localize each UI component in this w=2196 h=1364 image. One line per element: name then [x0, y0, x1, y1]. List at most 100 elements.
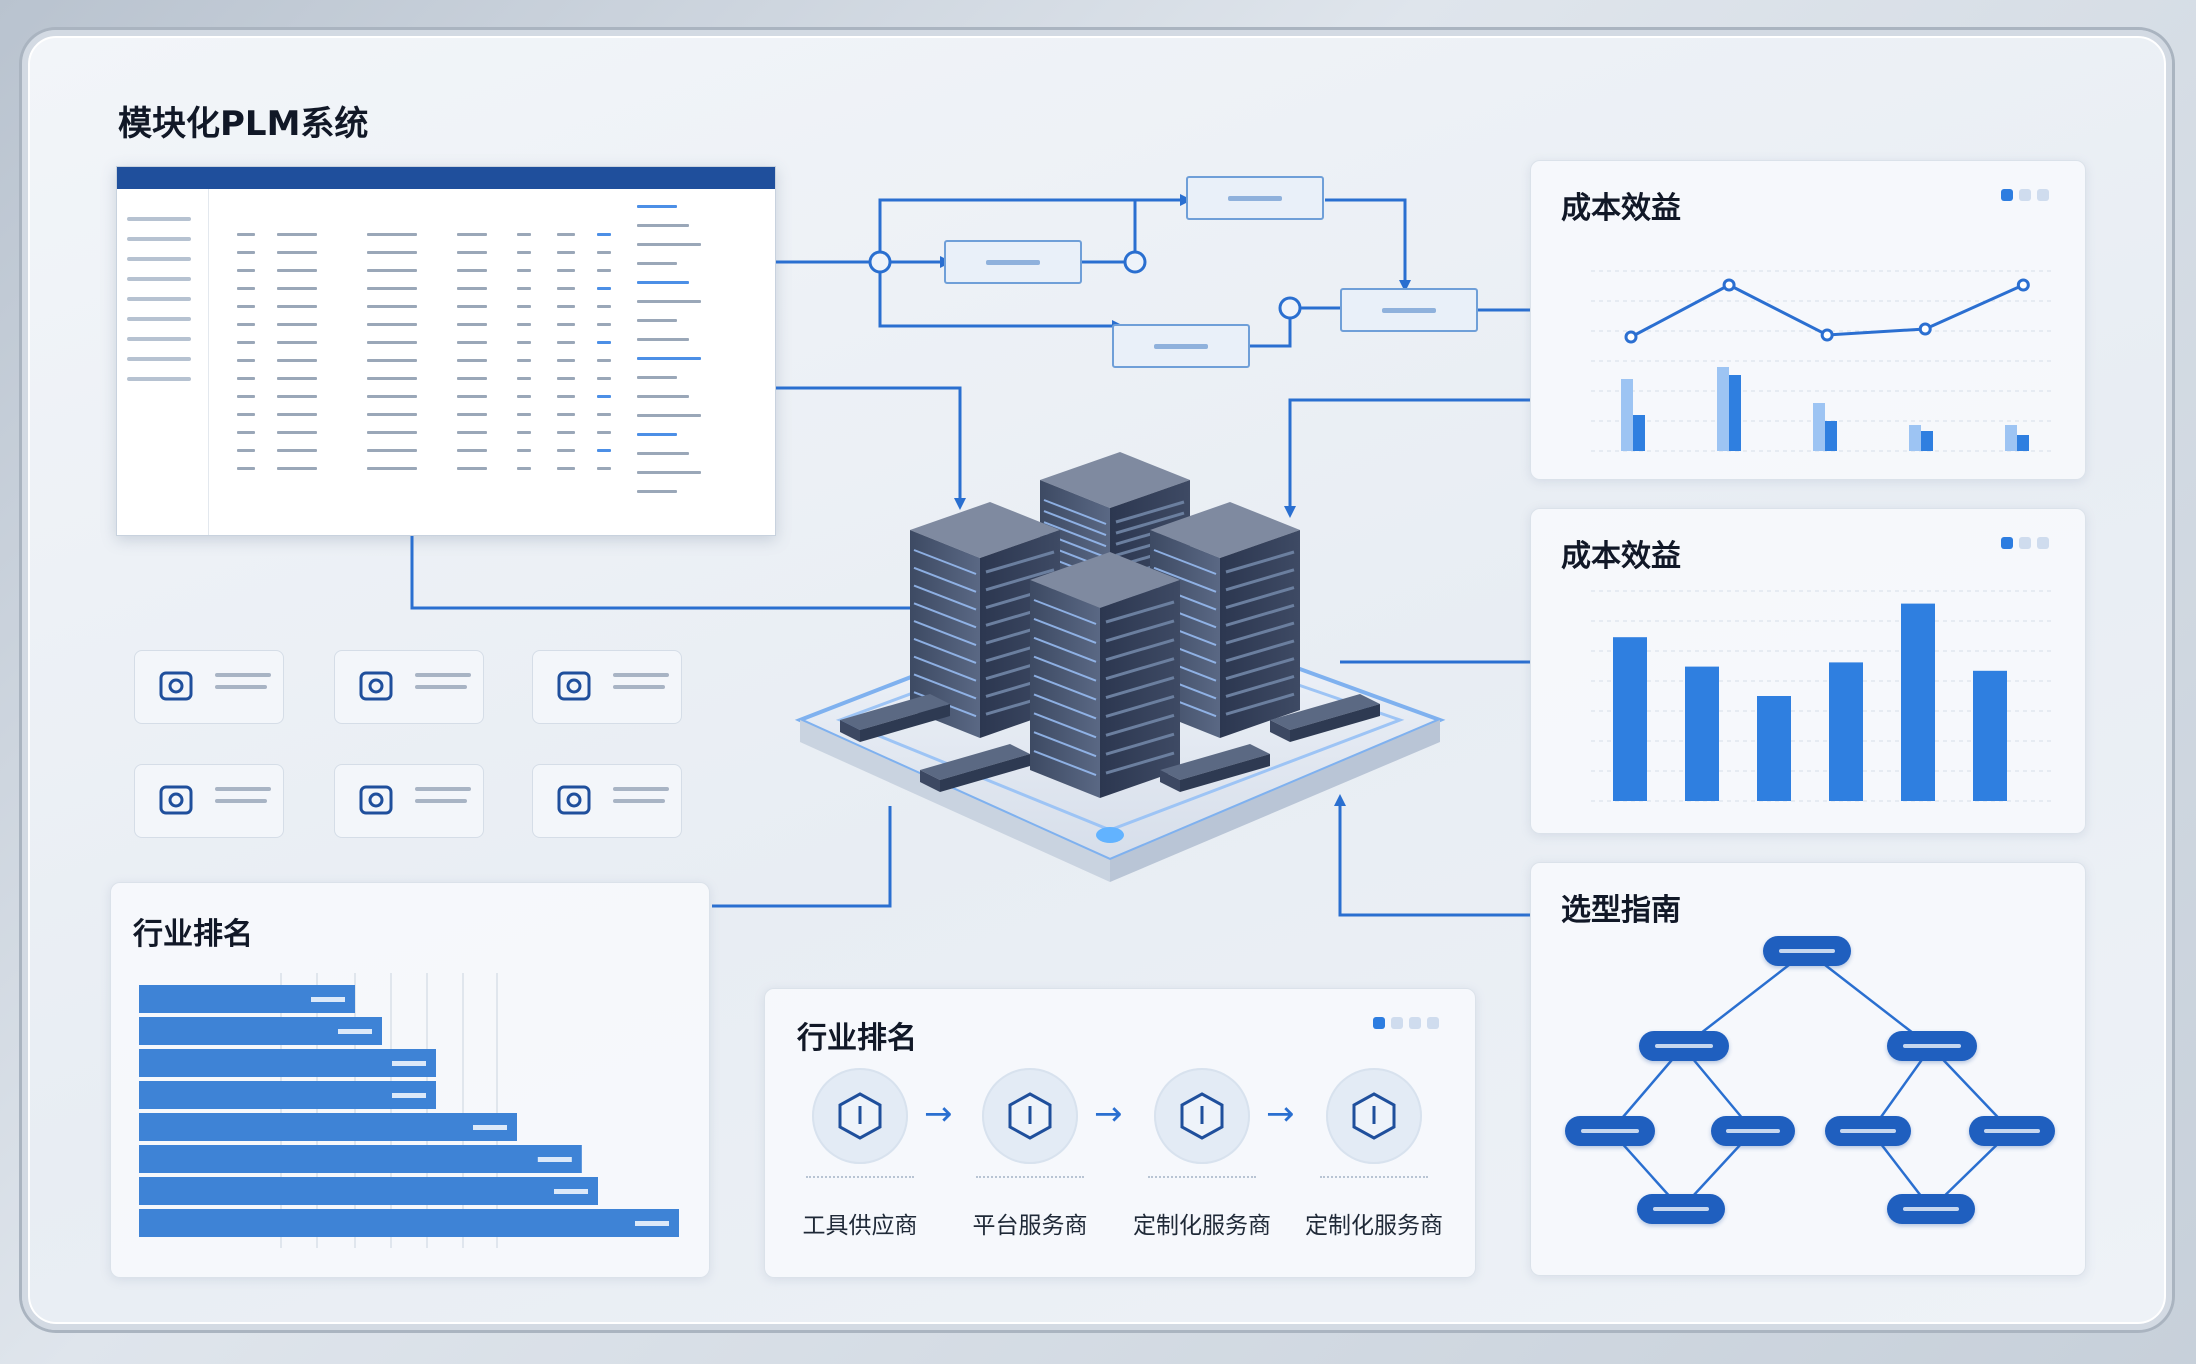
plm-sidebar-item[interactable] — [127, 337, 191, 341]
plm-table[interactable] — [217, 197, 625, 523]
rank-bar-label — [473, 1125, 507, 1130]
step-underline — [1148, 1176, 1256, 1178]
table-row[interactable] — [217, 427, 625, 439]
plm-panel-item — [637, 300, 701, 303]
clipboard-icon — [159, 785, 193, 815]
tree-node-l1-right[interactable] — [1887, 1031, 1977, 1061]
flow-box-bottom[interactable] — [1112, 324, 1250, 368]
flow-box-top[interactable] — [1186, 176, 1324, 220]
plm-panel-item — [637, 395, 689, 398]
plm-sidebar[interactable] — [117, 189, 209, 535]
table-row[interactable] — [217, 247, 625, 259]
feature-tile[interactable] — [532, 650, 682, 724]
network-switch — [1160, 744, 1270, 792]
ranking-card-bars[interactable]: 行业排名 — [110, 882, 710, 1278]
feature-tile[interactable] — [532, 764, 682, 838]
cost-card-bar[interactable]: 成本效益 — [1530, 508, 2086, 834]
cost-card-line[interactable]: 成本效益 — [1530, 160, 2086, 480]
bar-light — [1621, 379, 1633, 451]
plm-panel-item — [637, 452, 689, 455]
ranking-card-steps-title: 行业排名 — [797, 1021, 917, 1056]
step-arrow-icon: → — [1094, 1094, 1123, 1134]
tree-node-l3-left[interactable] — [1637, 1194, 1725, 1224]
plm-sidebar-item[interactable] — [127, 357, 191, 361]
feature-tile[interactable] — [334, 764, 484, 838]
plm-panel-item — [637, 243, 701, 246]
feature-tile[interactable] — [134, 764, 284, 838]
rank-bar — [139, 1113, 517, 1141]
plm-panel-item — [637, 319, 677, 322]
step-circle[interactable] — [1154, 1068, 1250, 1164]
bar-dark — [1921, 431, 1933, 451]
flow-box-right[interactable] — [1340, 288, 1478, 332]
rank-bar-label — [392, 1093, 426, 1098]
network-switch — [920, 744, 1030, 792]
rank-bar — [139, 1049, 436, 1077]
table-row[interactable] — [217, 409, 625, 421]
plm-panel-item — [637, 490, 677, 493]
feature-tile[interactable] — [134, 650, 284, 724]
step-circle[interactable] — [1326, 1068, 1422, 1164]
table-row[interactable] — [217, 229, 625, 241]
table-row[interactable] — [217, 301, 625, 313]
plm-panel-item — [637, 224, 689, 227]
step-arrow-icon: → — [924, 1094, 953, 1134]
bar — [1613, 637, 1647, 801]
plm-titlebar — [117, 167, 775, 189]
step-circle[interactable] — [982, 1068, 1078, 1164]
tree-node-l1-left[interactable] — [1639, 1031, 1729, 1061]
tree-node-l2-c[interactable] — [1825, 1116, 1911, 1146]
rank-bar-label — [338, 1029, 372, 1034]
table-row[interactable] — [217, 391, 625, 403]
table-row[interactable] — [217, 463, 625, 475]
feature-tile[interactable] — [334, 650, 484, 724]
plm-panel-item — [637, 262, 677, 265]
plm-sidebar-item[interactable] — [127, 217, 191, 221]
rank-bar-label — [537, 1157, 572, 1162]
bar-dark — [1825, 421, 1837, 451]
plm-sidebar-item[interactable] — [127, 237, 191, 241]
bar — [1973, 670, 2007, 801]
plm-sidebar-item[interactable] — [127, 297, 191, 301]
table-row[interactable] — [217, 445, 625, 457]
table-row[interactable] — [217, 373, 625, 385]
bar-light — [2005, 425, 2017, 451]
plm-sidebar-item[interactable] — [127, 377, 191, 381]
step-underline — [1320, 1176, 1428, 1178]
tree-node-l3-right[interactable] — [1887, 1194, 1975, 1224]
ranking-chart — [139, 973, 679, 1248]
gear-icon — [557, 785, 591, 815]
table-row[interactable] — [217, 265, 625, 277]
rank-bar-label — [392, 1061, 426, 1066]
rank-bar — [139, 1145, 582, 1173]
rank-bar — [139, 1177, 598, 1205]
tree-root-node[interactable] — [1763, 936, 1851, 966]
target-icon — [359, 785, 393, 815]
plm-window[interactable] — [116, 166, 776, 536]
table-row[interactable] — [217, 319, 625, 331]
tree-node-l2-d[interactable] — [1969, 1116, 2055, 1146]
plm-sidebar-item[interactable] — [127, 277, 191, 281]
line-point — [1820, 328, 1834, 342]
plm-sidebar-item[interactable] — [127, 317, 191, 321]
step-arrow-icon: → — [1266, 1094, 1295, 1134]
tree-node-l2-a[interactable] — [1565, 1116, 1655, 1146]
tree-node-l2-b[interactable] — [1711, 1116, 1795, 1146]
table-row[interactable] — [217, 337, 625, 349]
step-label: 定制化服务商 — [1133, 1213, 1271, 1239]
bar — [1685, 666, 1719, 801]
selection-guide-card[interactable]: 选型指南 — [1530, 862, 2086, 1276]
cost-chart-2 — [1591, 590, 2051, 802]
table-row[interactable] — [217, 283, 625, 295]
bar-dark — [1729, 375, 1741, 451]
server-cluster-illustration — [794, 452, 1446, 882]
step-circle[interactable] — [812, 1068, 908, 1164]
plm-panel-item — [637, 376, 677, 379]
plm-panel-item — [637, 338, 689, 341]
flow-box-left[interactable] — [944, 240, 1082, 284]
table-row[interactable] — [217, 355, 625, 367]
plm-sidebar-item[interactable] — [127, 257, 191, 261]
plm-side-panel[interactable] — [629, 197, 767, 523]
plm-panel-item — [637, 205, 677, 208]
